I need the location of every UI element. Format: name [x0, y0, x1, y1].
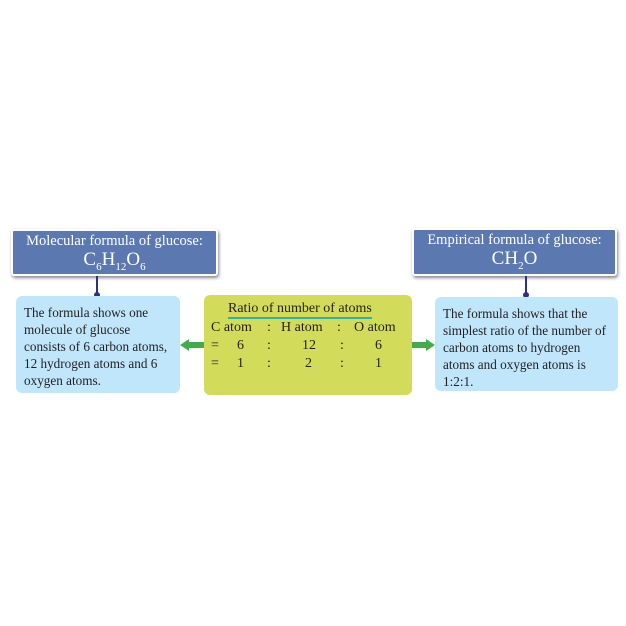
- subscript: 6: [140, 261, 146, 273]
- empirical-formula: CH2O: [414, 249, 615, 276]
- cell: :: [267, 338, 271, 353]
- cell: 6: [237, 338, 244, 353]
- element: H: [504, 248, 519, 269]
- header-sep: :: [337, 320, 341, 335]
- cell: 12: [302, 338, 316, 353]
- ratio-title: Ratio of number of atoms: [228, 301, 372, 319]
- cell: 2: [305, 356, 312, 371]
- empirical-formula-label: Empirical formula of glucose:: [427, 232, 602, 248]
- element: C: [83, 249, 97, 270]
- element: C: [491, 248, 505, 269]
- right-arrow-icon: [411, 339, 435, 351]
- header-h: H atom: [281, 320, 323, 335]
- header-o: O atom: [354, 320, 396, 335]
- subscript: 12: [115, 261, 127, 273]
- subscript: 6: [96, 261, 102, 273]
- molecular-formula-header: Molecular formula of glucose: C6H12O6: [11, 229, 218, 276]
- subscript: 2: [518, 260, 524, 272]
- cell: :: [267, 356, 271, 371]
- ratio-box: Ratio of number of atoms C atom : H atom…: [204, 295, 412, 395]
- molecular-description: The formula shows one molecule of glucos…: [16, 296, 180, 393]
- connector-line: [96, 276, 98, 294]
- cell: =: [211, 356, 219, 371]
- cell: :: [340, 338, 344, 353]
- empirical-formula-header: Empirical formula of glucose: CH2O: [412, 228, 617, 276]
- header-c: C atom: [211, 320, 252, 335]
- connector-dot: [523, 292, 529, 298]
- molecular-formula: C6H12O6: [13, 250, 216, 277]
- empirical-description: The formula shows that the simplest rati…: [435, 297, 618, 391]
- cell: 1: [237, 356, 244, 371]
- cell: :: [340, 356, 344, 371]
- cell: 1: [375, 356, 382, 371]
- element: O: [126, 249, 141, 270]
- element: H: [101, 249, 116, 270]
- connector-line: [525, 276, 527, 294]
- element: O: [523, 248, 538, 269]
- connector-dot: [94, 292, 100, 298]
- header-sep: :: [267, 320, 271, 335]
- molecular-formula-label: Molecular formula of glucose:: [26, 233, 203, 249]
- left-arrow-icon: [180, 339, 205, 351]
- cell: 6: [375, 338, 382, 353]
- cell: =: [211, 338, 219, 353]
